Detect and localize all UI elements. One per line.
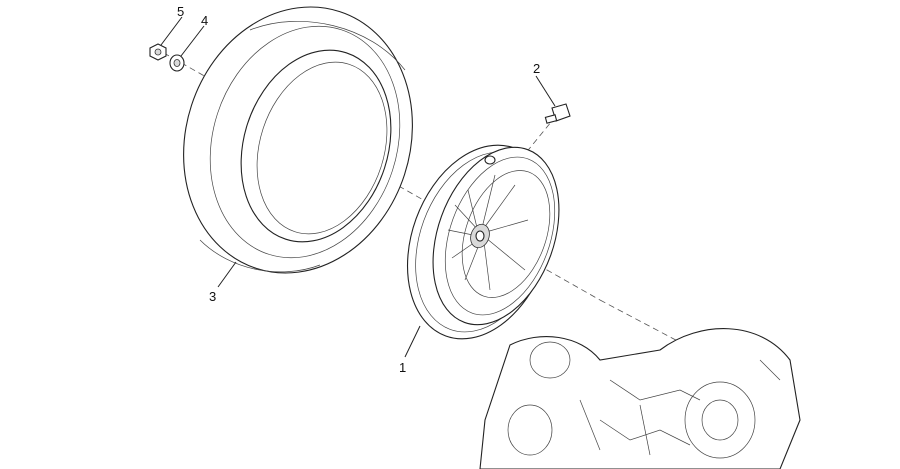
callout-5: 5: [177, 4, 184, 19]
callout-4: 4: [201, 13, 208, 28]
engine-crankcase: [479, 328, 801, 469]
leader-lines: [160, 16, 556, 358]
wheel-rim: [406, 144, 560, 340]
callout-3: 3: [209, 289, 216, 304]
valve-hole: [484, 155, 496, 165]
valve-stem: [544, 103, 571, 124]
tire: [183, 6, 413, 274]
callout-1: 1: [399, 360, 406, 375]
washer: [169, 54, 185, 72]
callout-2: 2: [533, 61, 540, 76]
callout-labels: 5 4 2 3 1: [177, 4, 540, 375]
nut: [149, 43, 167, 61]
wheel-spokes: [447, 174, 529, 291]
hub-bore: [475, 230, 485, 242]
